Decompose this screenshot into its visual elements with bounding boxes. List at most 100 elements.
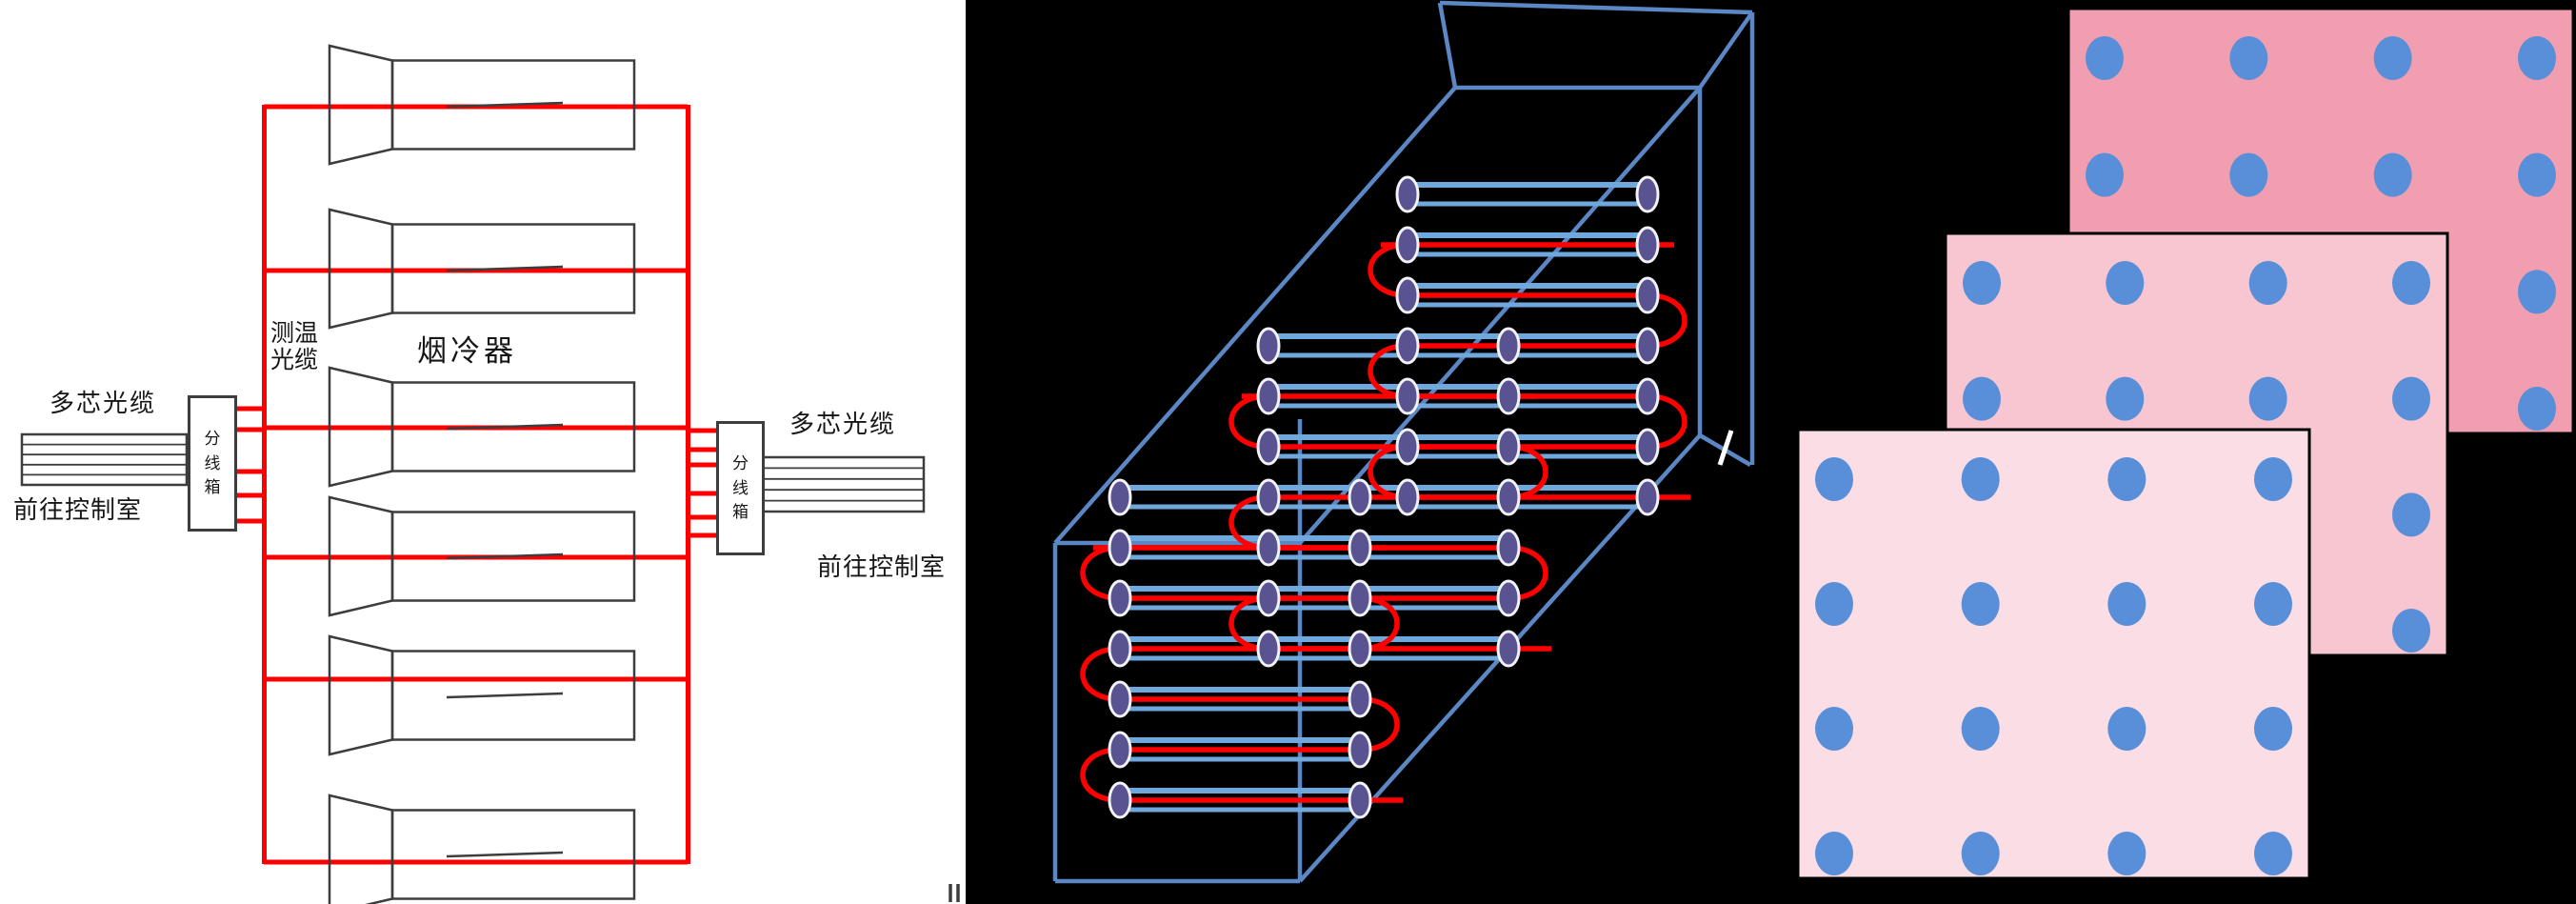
junction-box-right: 分 线 箱 — [716, 421, 765, 555]
tube-end-cap — [1348, 680, 1372, 718]
tube-cross-section-dot — [1961, 582, 2000, 626]
cooler-inner-line — [446, 552, 564, 560]
tube-end-cap — [1256, 630, 1281, 668]
highlight-slash — [1717, 430, 1734, 466]
cable-u-turn — [1508, 444, 1548, 500]
tube-end-cap — [1496, 478, 1521, 516]
tube-end-cap — [1496, 630, 1521, 668]
tube-end-cap — [1348, 579, 1372, 617]
tube-end-cap — [1635, 478, 1660, 516]
tube-end-cap — [1256, 478, 1281, 516]
label-to-control-room-left: 前往控制室 — [13, 495, 143, 524]
tube-cross-section-dot — [2229, 152, 2268, 197]
tube-end-cap — [1635, 226, 1660, 264]
cable-u-turn — [1647, 393, 1687, 450]
duct-frame-edge — [1298, 86, 1702, 545]
tube-sheet-plates-group — [1796, 7, 2575, 880]
cable-u-turn — [1080, 545, 1121, 601]
tube-end-cap — [1395, 175, 1420, 213]
junction-box-left: 分 线 箱 — [188, 395, 237, 532]
tube-cross-section-dot — [1815, 457, 1853, 501]
cable-u-turn — [1359, 696, 1400, 753]
multicore-cable-right — [757, 455, 926, 513]
tube-end-cap — [1496, 377, 1521, 415]
duct-frame-edge — [1698, 10, 1754, 90]
duct-frame-edge — [1053, 86, 1457, 545]
cooler-body — [390, 650, 636, 741]
cooler-inner-line — [446, 692, 564, 699]
cooler-body — [390, 381, 636, 472]
tube-end-cap — [1348, 478, 1372, 516]
tube-end-cap — [1496, 529, 1521, 567]
label-multicore-cable-left: 多芯光缆 — [50, 389, 157, 417]
tube-end-cap — [1348, 781, 1372, 819]
duct-frame-edge — [1439, 0, 1753, 15]
cable-u-turn — [1368, 242, 1408, 298]
tube-cross-section-dot — [2392, 492, 2430, 537]
multicore-cable-right-outline — [757, 455, 926, 513]
cooler-unit — [328, 495, 636, 617]
tube-sheet-plate-front — [1796, 428, 2311, 880]
cooler-inner-line — [446, 851, 564, 858]
label-multicore-cable-right: 多芯光缆 — [789, 410, 897, 438]
cooler-unit — [328, 794, 636, 904]
tube-end-cap — [1496, 579, 1521, 617]
tube-end-cap — [1395, 327, 1420, 365]
tube-end-cap — [1395, 377, 1420, 415]
cable-u-turn — [1508, 545, 1548, 601]
tube-caps — [1108, 175, 1660, 819]
tube-cross-section-dot — [2254, 832, 2292, 875]
duct-3d-view-group — [1052, 0, 1755, 884]
label-smoke-cooler: 烟冷器 — [417, 334, 517, 368]
tube-end-cap — [1256, 579, 1281, 617]
tube-end-cap — [1395, 428, 1420, 466]
tube-end-cap — [1395, 226, 1420, 264]
tube-cross-section-dot — [2392, 261, 2430, 305]
multicore-cable-left-outline — [20, 432, 189, 487]
tube-end-cap — [1348, 529, 1372, 567]
cooler-unit — [328, 208, 636, 330]
tube-end-cap — [1635, 327, 1660, 365]
cooler-unit — [328, 634, 636, 756]
cable-u-turn — [1647, 292, 1687, 349]
tube-cross-section-dot — [1815, 832, 1853, 875]
tube-cross-section-dot — [2373, 152, 2412, 197]
tube-cross-section-dot — [2086, 36, 2124, 80]
tube-end-cap — [1108, 630, 1132, 668]
multicore-cable-left — [20, 432, 189, 487]
tube-cross-section-dot — [2518, 36, 2556, 80]
cooler-inlet-horn — [328, 794, 394, 904]
tube-cross-section-dot — [2392, 609, 2430, 653]
tube-cross-section-dot — [1963, 376, 2001, 421]
tube-cross-section-dot — [2373, 36, 2412, 80]
label-temp-sensing-cable: 测温 光缆 — [270, 320, 319, 373]
tube-end-cap — [1348, 731, 1372, 769]
cooler-inner-line — [446, 423, 564, 431]
tube-end-cap — [1108, 579, 1132, 617]
tube-cross-section-dot — [1963, 261, 2001, 305]
cable-u-turn — [1080, 747, 1121, 803]
tube-cross-section-dot — [1961, 707, 2000, 751]
cable-u-turn — [1080, 646, 1121, 702]
cooler-inner-line — [446, 101, 564, 109]
tube-end-cap — [1256, 377, 1281, 415]
tube-cross-section-dot — [2518, 387, 2556, 431]
tube-end-cap — [1108, 680, 1132, 718]
cable-u-turn — [1359, 595, 1400, 652]
cooler-body — [390, 223, 636, 314]
tube-end-cap — [1635, 276, 1660, 314]
tube-end-cap — [1256, 428, 1281, 466]
tube-end-cap — [1496, 327, 1521, 365]
tube-end-cap — [1635, 377, 1660, 415]
tube-end-cap — [1108, 529, 1132, 567]
tube-end-cap — [1635, 175, 1660, 213]
tube-end-cap — [1395, 478, 1420, 516]
cable-u-turn — [1228, 393, 1269, 450]
tube-end-cap — [1348, 630, 1372, 668]
tube-cross-section-dot — [2107, 707, 2147, 751]
cooler-inner-line — [446, 265, 564, 272]
tube-cross-section-dot — [2248, 261, 2287, 305]
tube-cross-section-dot — [2106, 376, 2145, 421]
